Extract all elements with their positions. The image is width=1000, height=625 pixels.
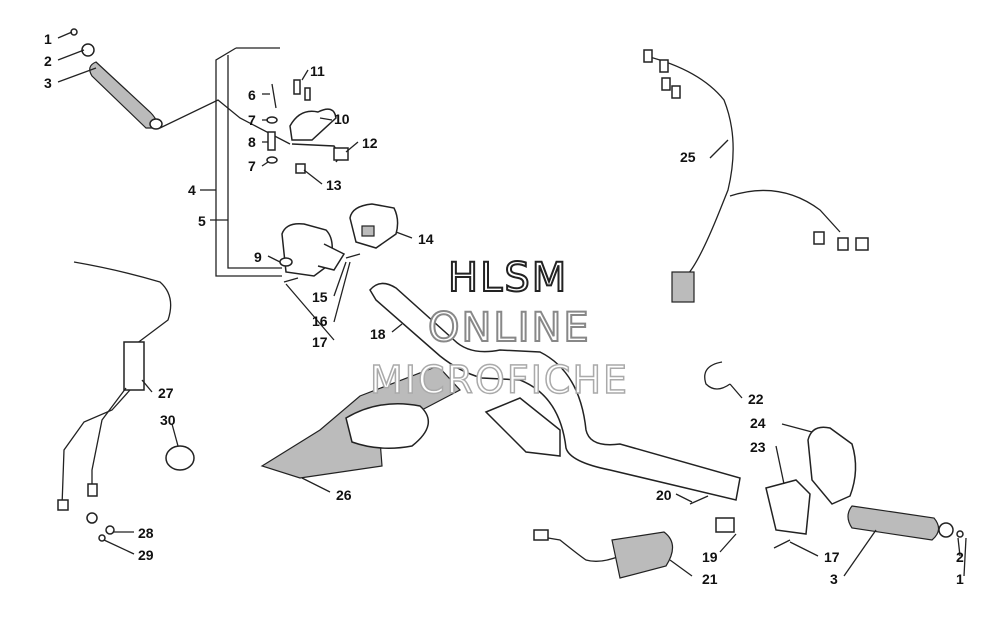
callout-19: 19: [702, 549, 718, 565]
callout-7-lower: 7: [248, 158, 256, 174]
retainer-ring: [704, 361, 731, 390]
right-switch: [765, 426, 857, 535]
throttle-cable: [57, 261, 172, 542]
heater-parts: [533, 495, 735, 579]
left-grip: [70, 28, 163, 130]
handlebar: [369, 282, 741, 501]
callout-9: 9: [254, 249, 262, 265]
callout-10: 10: [334, 111, 350, 127]
throttle-housing: [279, 222, 346, 277]
wiring-harness: [643, 49, 869, 303]
bracket-frame: [159, 47, 291, 277]
callout-17-left: 17: [312, 334, 328, 350]
callout-2-right: 2: [956, 549, 964, 565]
watermark-line3: MICROFICHE: [369, 357, 630, 403]
callout-25: 25: [680, 149, 696, 165]
callout-11: 11: [310, 63, 325, 79]
callout-13: 13: [326, 177, 342, 193]
callout-15: 15: [312, 289, 328, 305]
callout-27: 27: [158, 385, 174, 401]
callout-21: 21: [702, 571, 718, 587]
callout-28: 28: [138, 525, 154, 541]
callout-18: 18: [370, 326, 386, 342]
callout-4: 4: [188, 182, 196, 198]
callout-3-right: 3: [830, 571, 838, 587]
callout-22: 22: [748, 391, 764, 407]
callout-1-left: 1: [44, 31, 52, 47]
callout-14: 14: [418, 231, 434, 247]
watermark-line1: HLSM: [447, 254, 569, 302]
left-pins: [283, 253, 361, 283]
callout-20: 20: [656, 487, 672, 503]
clamp: [165, 445, 195, 471]
throttle-parts: [266, 79, 349, 174]
callout-8: 8: [248, 134, 256, 150]
watermark-line2: ONLINE: [427, 304, 591, 352]
callout-26: 26: [336, 487, 352, 503]
callout-29: 29: [138, 547, 154, 563]
switch-housing: [349, 203, 399, 249]
callout-30: 30: [160, 412, 176, 428]
callout-6: 6: [248, 87, 256, 103]
callout-1-right: 1: [956, 571, 964, 587]
callout-24: 24: [750, 415, 766, 431]
handlebar-pad: [260, 365, 461, 479]
callout-2-left: 2: [44, 53, 52, 69]
right-grip: [773, 505, 964, 549]
callout-7-upper: 7: [248, 112, 256, 128]
callout-16: 16: [312, 313, 328, 329]
leader-lines: [57, 31, 967, 577]
callout-23: 23: [750, 439, 766, 455]
callout-5: 5: [198, 213, 206, 229]
callout-17-right: 17: [824, 549, 840, 565]
callout-12: 12: [362, 135, 378, 151]
callout-3-left: 3: [44, 75, 52, 91]
